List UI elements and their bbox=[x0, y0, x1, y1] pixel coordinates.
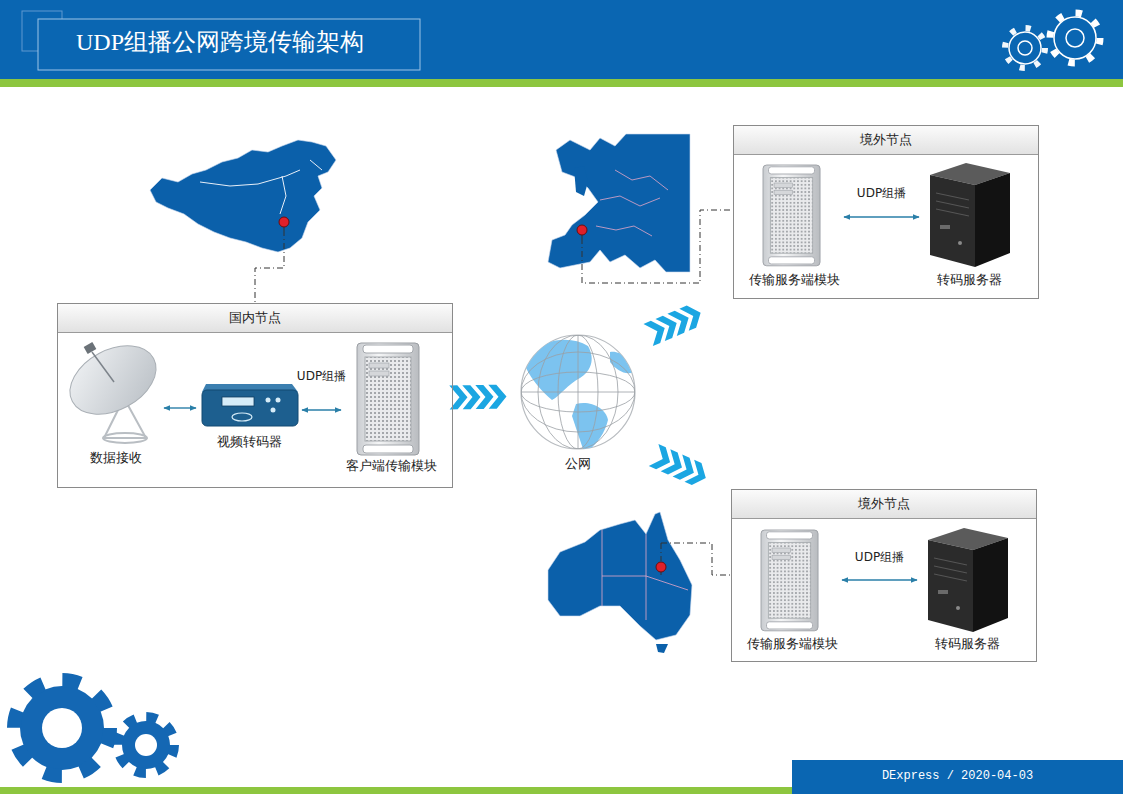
node-caption: 转码服务器 bbox=[917, 636, 1017, 652]
icon-node: 客户端传输模块 bbox=[341, 340, 441, 474]
chevron bbox=[488, 385, 506, 409]
connector-arrow bbox=[302, 409, 341, 410]
panel-heading: 国内节点 bbox=[58, 304, 452, 333]
label-text: 境外节点 bbox=[860, 126, 912, 154]
node-caption: 传输服务端模块 bbox=[744, 272, 844, 288]
label-text: 境外节点 bbox=[858, 490, 910, 518]
edge-label: UDP组播 bbox=[295, 369, 348, 384]
gear-icon bbox=[14, 680, 174, 776]
australia-map bbox=[548, 512, 692, 653]
icon-node: 转码服务器 bbox=[917, 526, 1017, 652]
node-caption: 公网 bbox=[515, 456, 641, 472]
panel-heading: 境外节点 bbox=[732, 490, 1036, 519]
icon-node: 数据接收 bbox=[68, 340, 164, 466]
connector-arrow bbox=[842, 579, 917, 580]
connector-arrow bbox=[164, 407, 196, 408]
label-text: 传输服务端模块 bbox=[747, 636, 838, 652]
footer-text: DExpress / 2020-04-03 bbox=[792, 769, 1123, 784]
title-box bbox=[38, 19, 420, 70]
tower-server-icon bbox=[763, 165, 820, 266]
label-text: 转码服务器 bbox=[935, 636, 1000, 652]
label-text: 公网 bbox=[565, 456, 591, 472]
europe-map bbox=[548, 134, 690, 272]
footer-box bbox=[792, 760, 1123, 794]
globe-icon bbox=[521, 335, 635, 452]
leader-line bbox=[255, 210, 732, 575]
node-caption: 数据接收 bbox=[68, 450, 164, 466]
node-panel: 国内节点数据接收 视频转码器客户端传输模块 bbox=[57, 303, 453, 488]
label-text: 传输服务端模块 bbox=[749, 272, 840, 288]
title-text: UDP组播公网跨境传输架构 bbox=[76, 27, 364, 57]
icon-node: 公网 bbox=[515, 332, 641, 472]
header-bar bbox=[0, 0, 1123, 79]
chevron bbox=[462, 385, 480, 409]
edge-label: UDP组播 bbox=[853, 550, 906, 565]
chevron bbox=[684, 460, 710, 489]
header-stripe bbox=[0, 79, 1123, 87]
chevron-arrow bbox=[643, 302, 705, 346]
label-text: 客户端传输模块 bbox=[346, 458, 437, 474]
tower-server-icon bbox=[357, 343, 419, 455]
icon-node: 视频转码器 bbox=[196, 380, 302, 450]
label-text: 数据接收 bbox=[90, 450, 142, 466]
china-map bbox=[150, 140, 336, 252]
icon-node: 传输服务端模块 bbox=[742, 526, 842, 652]
gear-icon bbox=[1005, 13, 1100, 68]
tower-server-icon bbox=[761, 530, 818, 631]
panel-heading: 境外节点 bbox=[734, 126, 1038, 155]
node-caption: 转码服务器 bbox=[919, 272, 1019, 288]
location-pin bbox=[279, 217, 666, 575]
label-text: 视频转码器 bbox=[217, 434, 282, 450]
node-panel: 境外节点传输服务端模块 转码服务器 bbox=[733, 125, 1039, 299]
label-text: 国内节点 bbox=[229, 304, 281, 332]
node-caption: 传输服务端模块 bbox=[742, 636, 842, 652]
node-panel: 境外节点传输服务端模块 转码服务器 bbox=[731, 489, 1037, 662]
label-text: 转码服务器 bbox=[937, 272, 1002, 288]
server-icon bbox=[930, 163, 1010, 267]
server-icon bbox=[928, 528, 1008, 632]
chevron-arrow bbox=[449, 385, 506, 410]
chevron bbox=[679, 302, 705, 331]
connector-arrow bbox=[844, 216, 919, 217]
icon-node: 传输服务端模块 bbox=[744, 162, 844, 288]
chevron-arrow bbox=[649, 444, 711, 489]
node-caption: 客户端传输模块 bbox=[341, 458, 441, 474]
icon-node: 转码服务器 bbox=[919, 162, 1019, 288]
chevron bbox=[475, 385, 493, 409]
satellite-dish-icon bbox=[58, 332, 167, 443]
edge-label: UDP组播 bbox=[855, 186, 908, 201]
video-encoder-icon bbox=[202, 384, 298, 426]
node-caption: 视频转码器 bbox=[196, 434, 302, 450]
